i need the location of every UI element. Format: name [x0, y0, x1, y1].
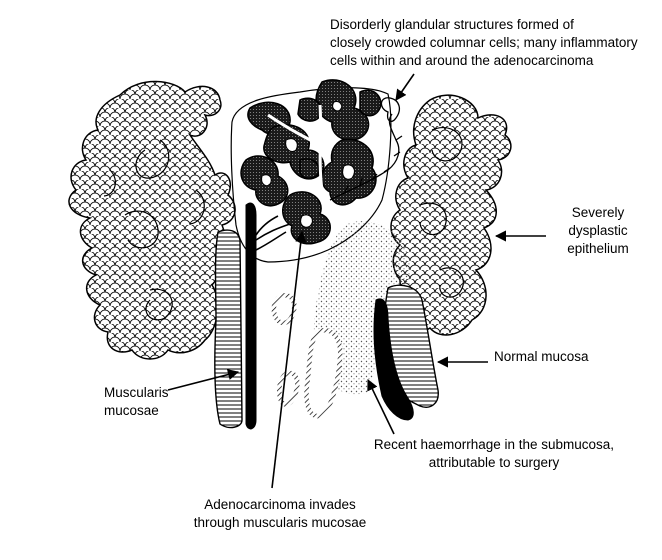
label-invasion-line-2: through muscularis mucosae	[193, 515, 367, 530]
label-invasion-line-1: Adenocarcinoma invades	[204, 497, 356, 512]
inflammatory-cells-strand	[329, 97, 403, 201]
right-dysplastic-epithelium	[390, 94, 512, 336]
muscularis-mucosae-left	[214, 229, 243, 429]
pointer-arrows	[167, 73, 546, 489]
gland-lumens	[261, 101, 355, 228]
left-dysplastic-epithelium	[68, 80, 236, 360]
label-haemorrhage-line-1: Recent haemorrhage in the submucosa,	[373, 437, 615, 452]
label-dysplastic-epithelium: Severely dysplastic epithelium	[548, 204, 648, 258]
label-haemorrhage: Recent haemorrhage in the submucosa, att…	[360, 436, 628, 472]
label-muscularis-mucosae: Muscularis mucosae	[104, 384, 169, 420]
label-invasion: Adenocarcinoma invades through musculari…	[170, 496, 390, 532]
adenocarcinoma-glands	[240, 79, 382, 245]
label-muscularis-line-1: Muscularis	[104, 385, 169, 400]
muscularis-mucosae-right	[373, 298, 414, 421]
label-glandular-structures: Disorderly glandular structures formed o…	[330, 16, 638, 70]
label-glandular-line-1: Disorderly glandular structures formed o…	[330, 17, 574, 32]
arrow-haemorrhage	[367, 378, 395, 435]
label-haemorrhage-line-2: attributable to surgery	[428, 455, 560, 470]
muscle-bundle	[245, 202, 257, 430]
label-normal-mucosa-text: Normal mucosa	[494, 349, 589, 364]
gland-channels	[267, 104, 331, 191]
label-dysplastic-line-3: epithelium	[567, 241, 629, 256]
label-muscularis-line-2: mucosae	[104, 403, 159, 418]
arrow-invasion	[271, 230, 307, 489]
arrow-muscularis	[167, 369, 240, 391]
submucosal-glands	[271, 293, 343, 419]
arrow-glandular	[395, 73, 415, 101]
label-glandular-line-3: cells within and around the adenocarcino…	[330, 53, 594, 68]
lesion-outline	[230, 87, 392, 263]
label-glandular-line-2: closely crowded columnar cells; many inf…	[330, 35, 638, 50]
muscle-fibres	[255, 215, 291, 251]
label-dysplastic-line-2: dysplastic	[568, 223, 628, 238]
label-dysplastic-line-1: Severely	[571, 205, 625, 220]
label-normal-mucosa: Normal mucosa	[494, 348, 589, 366]
